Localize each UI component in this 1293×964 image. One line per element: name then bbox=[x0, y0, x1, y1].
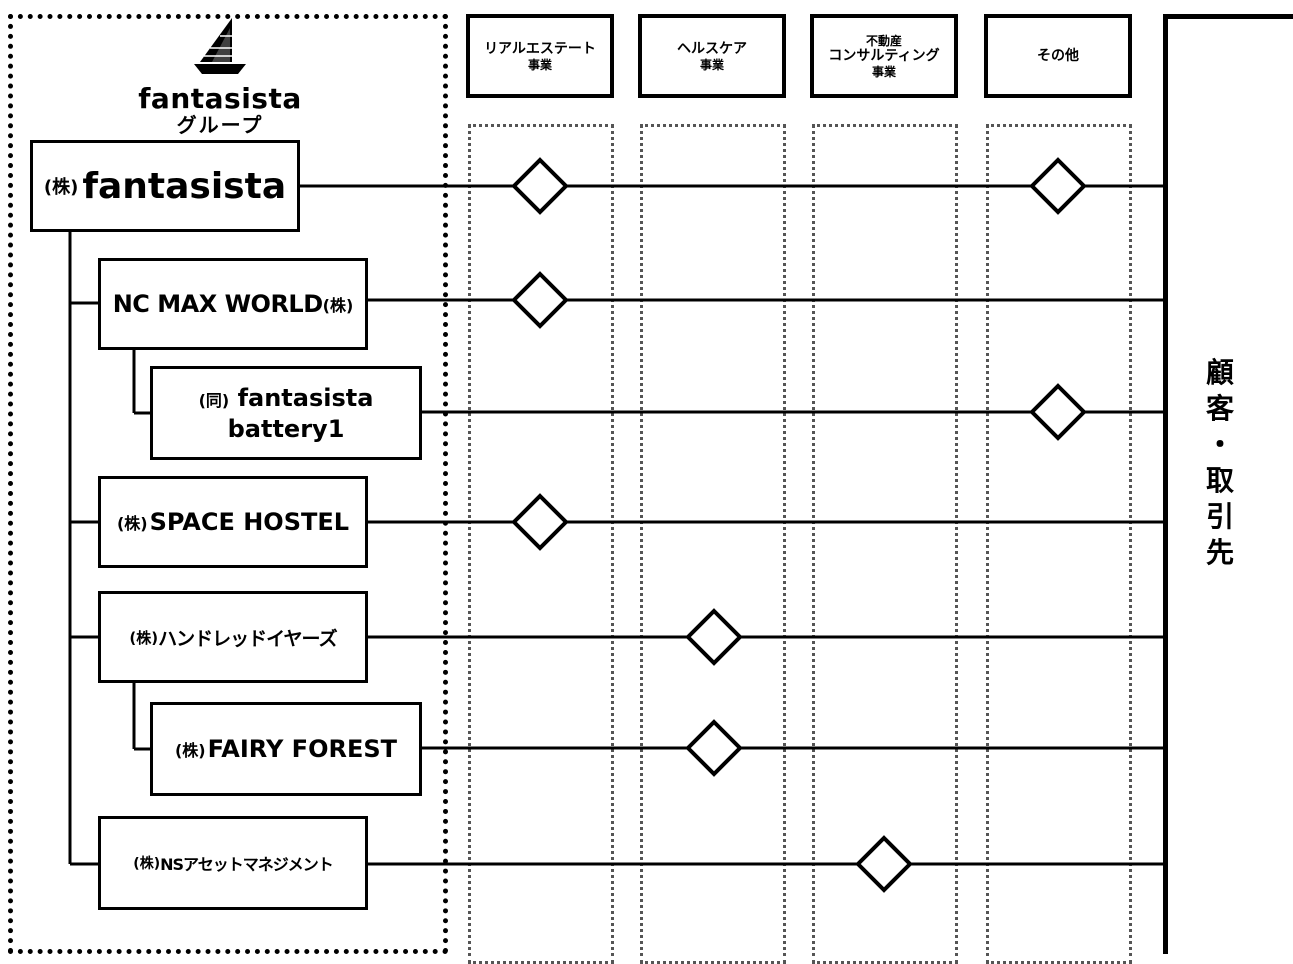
business-header-label: コンサルティング bbox=[828, 47, 940, 64]
company-name: fantasista bbox=[82, 165, 287, 207]
company-name-line2: battery1 bbox=[227, 414, 345, 443]
business-header-sublabel: 事業 bbox=[871, 64, 896, 79]
business-header-sublabel: 事業 bbox=[527, 57, 552, 72]
business-header-sublabel: 事業 bbox=[699, 57, 724, 72]
company-name: NSアセットマネジメント bbox=[160, 855, 334, 874]
company-prefix: (同) bbox=[198, 390, 230, 410]
company-box-battery: (同) fantasista battery1 bbox=[150, 366, 422, 460]
customer-label: 顧 客 ・ 取 引 先 bbox=[1200, 355, 1240, 571]
logo-name: fantasista bbox=[138, 82, 302, 115]
diamond-marker bbox=[855, 835, 913, 893]
company-box-space-hostel: (株) SPACE HOSTEL bbox=[98, 476, 368, 568]
business-header-healthcare: ヘルスケア 事業 bbox=[638, 14, 786, 98]
company-box-ns-asset: (株) NSアセットマネジメント bbox=[98, 816, 368, 910]
business-header-label: ヘルスケア bbox=[677, 40, 747, 57]
group-logo: fantasista グループ bbox=[130, 18, 310, 136]
business-header-real-estate: リアルエステート 事業 bbox=[466, 14, 614, 98]
customer-char: ・ bbox=[1205, 428, 1234, 461]
business-header-label: リアルエステート bbox=[484, 40, 596, 57]
logo-subtitle: グループ bbox=[176, 113, 264, 137]
company-name: fantasista bbox=[237, 383, 374, 412]
diamond-marker bbox=[511, 271, 569, 329]
business-header-prelabel: 不動産 bbox=[865, 33, 902, 48]
company-box-fairy-forest: (株) FAIRY FOREST bbox=[150, 702, 422, 796]
diamond-marker bbox=[1029, 383, 1087, 441]
customer-char: 客 bbox=[1205, 392, 1234, 425]
customer-panel bbox=[1163, 14, 1293, 954]
company-box-hundred-years: (株) ハンドレッドイヤーズ bbox=[98, 591, 368, 683]
company-suffix: (株) bbox=[322, 296, 354, 315]
customer-char: 取 bbox=[1205, 464, 1234, 497]
company-name: FAIRY FOREST bbox=[207, 735, 397, 763]
business-header-label: その他 bbox=[1037, 47, 1079, 64]
diamond-marker bbox=[685, 608, 743, 666]
customer-char: 引 bbox=[1205, 500, 1234, 533]
diamond-marker bbox=[685, 719, 743, 777]
company-prefix: (株) bbox=[174, 741, 206, 760]
company-prefix: (株) bbox=[129, 628, 159, 647]
customer-char: 先 bbox=[1205, 536, 1234, 569]
company-name: SPACE HOSTEL bbox=[149, 508, 350, 536]
company-prefix: (株) bbox=[133, 856, 161, 872]
diamond-marker bbox=[511, 157, 569, 215]
company-box-ncmax: NC MAX WORLD (株) bbox=[98, 258, 368, 350]
company-prefix: (株) bbox=[43, 177, 79, 198]
customer-char: 顧 bbox=[1205, 356, 1234, 389]
diamond-marker bbox=[1029, 157, 1087, 215]
company-name: ハンドレッドイヤーズ bbox=[158, 627, 337, 650]
company-prefix: (株) bbox=[116, 514, 148, 533]
sailboat-icon bbox=[194, 18, 246, 74]
business-header-other: その他 bbox=[984, 14, 1132, 98]
business-header-consulting: 不動産 コンサルティング 事業 bbox=[810, 14, 958, 98]
company-box-fantasista: (株) fantasista bbox=[30, 140, 300, 232]
company-name: NC MAX WORLD bbox=[112, 290, 323, 318]
diamond-marker bbox=[511, 493, 569, 551]
